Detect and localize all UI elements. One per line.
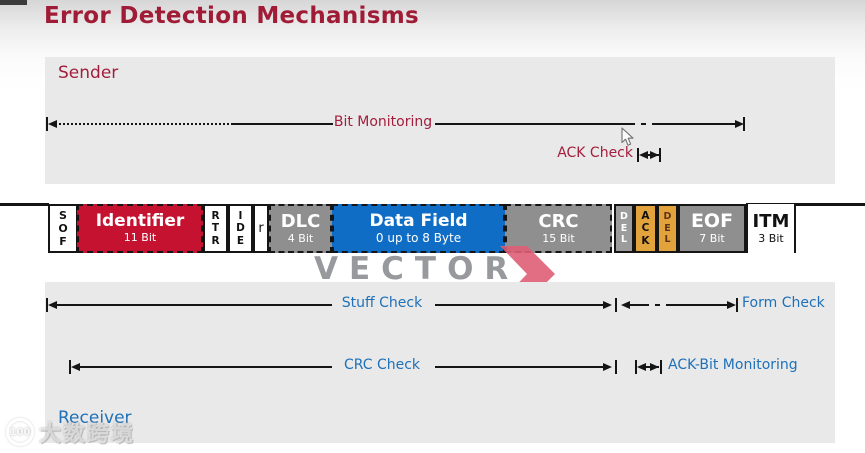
field-label: SOF	[58, 208, 68, 249]
field-sublabel: 4 Bit	[287, 231, 314, 245]
field-label: CRC	[538, 210, 579, 232]
field-label: Data Field	[369, 210, 468, 231]
right-arrowhead-icon	[603, 363, 612, 371]
form-check-label: Form Check	[742, 295, 825, 311]
frame-field-rtr: RTR	[203, 204, 228, 253]
bus-line-right	[746, 203, 865, 206]
line-segment	[435, 123, 635, 125]
frame-field-itm: ITM 3 Bit	[746, 204, 796, 253]
line-segment	[435, 366, 610, 368]
sender-label: Sender	[58, 63, 119, 83]
field-label: DEL	[663, 211, 672, 246]
frame-field-crc: CRC 15 Bit	[505, 204, 612, 253]
frame-field-sof: SOF	[48, 204, 78, 253]
line-segment	[233, 123, 333, 125]
field-label: ITM	[752, 210, 790, 232]
frame-field-del2: DEL	[657, 204, 678, 253]
vector-logo-text: VECTOR	[314, 251, 520, 287]
line-dot	[641, 123, 646, 125]
field-label: ACK	[641, 209, 650, 247]
tick	[637, 148, 639, 162]
field-sublabel: 7 Bit	[699, 232, 725, 246]
field-sublabel: 0 up to 8 Byte	[375, 230, 462, 245]
tick	[69, 360, 71, 374]
right-arrowhead-icon	[603, 301, 612, 309]
line-segment	[652, 123, 737, 125]
sender-panel: Sender Bit Monitoring ACK Check	[45, 57, 835, 184]
frame-field-r: r	[253, 204, 269, 253]
tick	[743, 117, 745, 131]
line-segment	[55, 304, 332, 306]
stuff-check-label: Stuff Check	[341, 295, 423, 311]
ack-check-label: ACK Check	[557, 145, 633, 161]
watermark-badge-icon: 100	[6, 418, 34, 446]
frame-field-ack: ACK	[634, 204, 657, 253]
right-arrowhead-icon	[650, 363, 659, 371]
corner-stub	[0, 0, 27, 5]
field-label: IDE	[236, 209, 245, 247]
page-title: Error Detection Mechanisms	[44, 3, 419, 29]
field-sublabel: 3 Bit	[758, 231, 784, 245]
ack-bit-monitoring-label: ACK-Bit Monitoring	[668, 357, 798, 373]
frame-field-identifier: Identifier 11 Bit	[77, 204, 203, 253]
field-label: DLC	[280, 210, 321, 232]
tick	[615, 298, 617, 312]
left-arrowhead-icon	[71, 363, 80, 371]
tick	[659, 148, 661, 162]
bit-monitoring-label: Bit Monitoring	[333, 114, 433, 130]
frame-field-del: DEL	[614, 204, 634, 253]
mouse-cursor-icon	[621, 127, 634, 146]
receiver-label: Receiver	[58, 408, 132, 428]
right-arrowhead-icon	[727, 301, 736, 309]
crc-check-label: CRC Check	[343, 357, 421, 373]
left-arrowhead-icon	[48, 301, 57, 309]
field-sublabel: 11 Bit	[123, 231, 157, 245]
field-label: r	[258, 220, 264, 236]
line-segment	[629, 304, 649, 306]
line-segment	[666, 304, 728, 306]
bus-line-left	[0, 203, 49, 206]
field-label: EOF	[690, 210, 734, 233]
line-segment	[435, 304, 610, 306]
left-arrowhead-icon	[637, 363, 646, 371]
line-segment	[78, 366, 332, 368]
left-arrowhead-icon	[639, 151, 648, 159]
line-segment	[55, 123, 233, 125]
left-arrowhead-icon	[48, 120, 57, 128]
left-arrowhead-icon	[621, 301, 630, 309]
tick	[615, 360, 617, 374]
frame-field-eof: EOF 7 Bit	[678, 204, 746, 253]
right-arrowhead-icon	[650, 151, 659, 159]
frame-field-data: Data Field 0 up to 8 Byte	[332, 204, 505, 253]
field-label: DEL	[620, 211, 628, 246]
tick	[635, 360, 637, 374]
tick	[46, 117, 48, 131]
field-sublabel: 15 Bit	[542, 231, 575, 245]
right-arrowhead-icon	[735, 120, 744, 128]
field-label: RTR	[211, 209, 220, 247]
tick	[46, 298, 48, 312]
receiver-panel: Stuff Check Form Check CRC Check	[45, 282, 835, 443]
tick	[660, 360, 662, 374]
frame-field-ide: IDE	[228, 204, 253, 253]
field-label: Identifier	[95, 211, 185, 232]
tick	[736, 298, 738, 312]
frame-field-dlc: DLC 4 Bit	[269, 204, 332, 253]
line-dot	[655, 304, 660, 306]
